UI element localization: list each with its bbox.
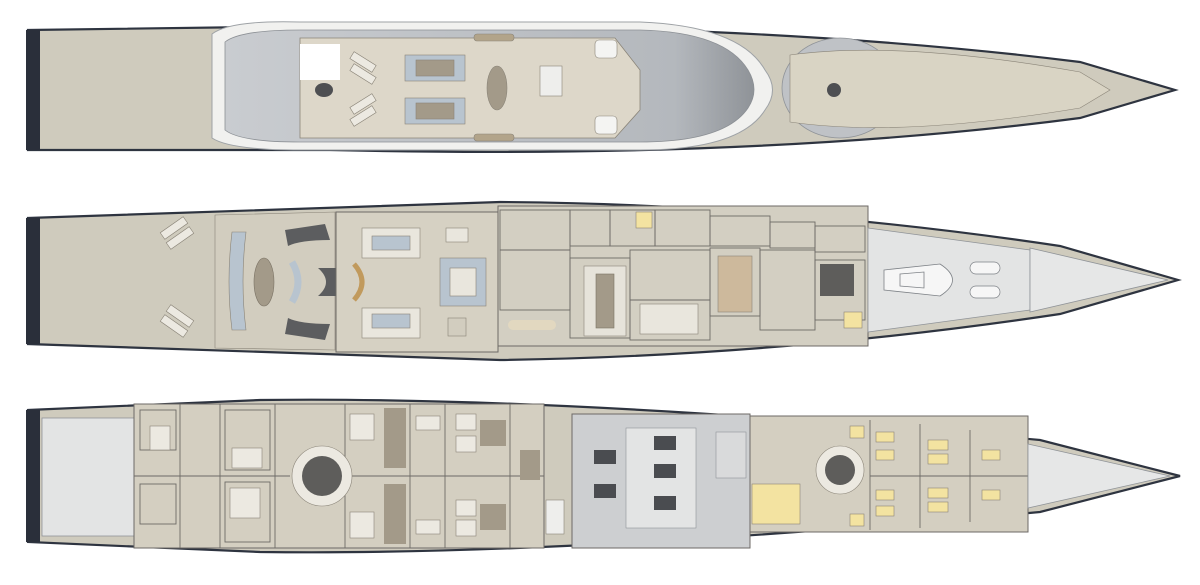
main-deck xyxy=(26,200,1182,362)
lower-deck-transom xyxy=(26,410,40,542)
crew-walls xyxy=(869,420,1028,530)
aft-bench xyxy=(288,260,302,304)
lower-deck-bow xyxy=(1027,443,1171,509)
aft-sunpads xyxy=(159,216,195,338)
main-saloon-furniture xyxy=(352,227,487,339)
sun-loungers xyxy=(349,51,377,127)
sun-deck-lounge-area xyxy=(299,37,641,139)
lower-deck-walls xyxy=(134,404,544,548)
sun-deck xyxy=(26,21,1179,154)
tender-boat xyxy=(883,263,953,297)
cabin-bed-main-1 xyxy=(635,211,653,229)
sun-deck-transom xyxy=(26,30,40,150)
foredeck-sunpad xyxy=(789,49,1111,128)
crew-lobby-dome xyxy=(825,455,855,485)
lazarette xyxy=(41,417,135,537)
jetski-port xyxy=(969,261,1001,275)
guest-bathrooms xyxy=(384,408,506,544)
main-deck-bench xyxy=(508,320,556,330)
aft-bar xyxy=(318,268,338,296)
aft-dining-table xyxy=(253,257,275,307)
lower-lobby-dome xyxy=(302,456,342,496)
lower-deck xyxy=(26,398,1181,554)
main-deck-dome xyxy=(820,264,854,296)
main-deck-rooms xyxy=(499,209,866,341)
sun-deck-hatch-aft xyxy=(315,83,333,97)
dining-table xyxy=(595,273,615,329)
tender-console xyxy=(899,271,925,289)
engines xyxy=(594,436,676,510)
guest-beds xyxy=(149,413,477,539)
main-lounge-sofa xyxy=(639,303,699,335)
owner-suite-main xyxy=(717,255,753,313)
forward-hatch xyxy=(827,83,841,97)
main-deck-bow xyxy=(1029,247,1169,313)
aft-stair-stbd xyxy=(285,318,330,340)
aft-lounge xyxy=(214,211,336,351)
sun-deck-seating xyxy=(404,33,618,142)
crew-mess xyxy=(751,483,801,525)
crew-bunks xyxy=(849,425,1001,527)
jetski-stbd xyxy=(969,285,1001,299)
cabin-bed-main-2 xyxy=(843,311,863,329)
lower-stair xyxy=(520,450,540,480)
lower-bench xyxy=(545,499,565,535)
sun-deck-screen xyxy=(300,44,340,80)
main-deck-transom xyxy=(26,218,40,344)
aft-stair-port xyxy=(285,224,330,246)
aft-sofa xyxy=(228,231,247,331)
control-room xyxy=(715,431,747,479)
